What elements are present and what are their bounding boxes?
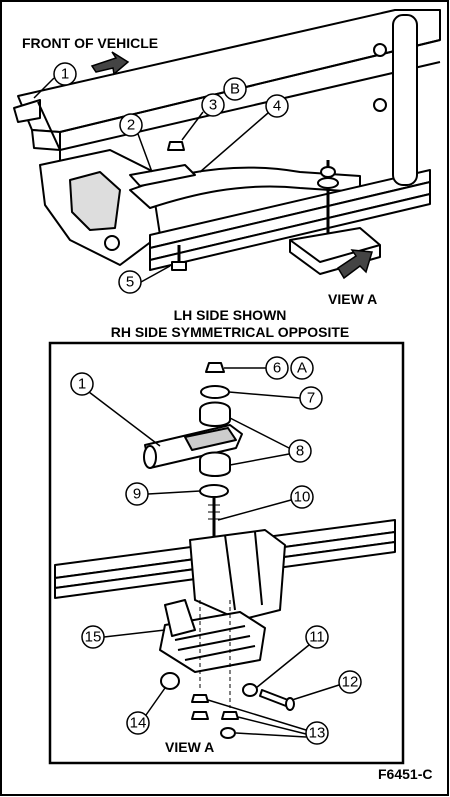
callout-13 (305, 721, 329, 745)
callout-1-top (53, 62, 77, 86)
view-a-detail-label: VIEW A (165, 739, 214, 755)
callout-10 (290, 485, 314, 509)
callout-11 (305, 625, 329, 649)
lh-side-note: LH SIDE SHOWN (174, 307, 287, 323)
callout-11-text: 11 (309, 629, 325, 646)
callout-14 (126, 711, 150, 735)
detail-illustration (54, 362, 396, 739)
front-of-vehicle-label: FRONT OF VEHICLE (22, 35, 158, 51)
callout-a (290, 356, 314, 380)
top-callouts (33, 62, 289, 294)
callout-2-text: 2 (127, 117, 135, 134)
callout-14-text: 14 (130, 715, 147, 732)
callout-2 (119, 113, 143, 137)
top-assembly-illustration (13, 9, 441, 275)
callout-1-detail (70, 372, 94, 396)
callout-8-text: 8 (296, 443, 304, 460)
callout-1-top-text: 1 (61, 66, 69, 83)
figure-code: F6451-C (378, 766, 432, 782)
front-arrow-icon (90, 51, 130, 76)
callout-9-text: 9 (133, 486, 141, 503)
callout-3 (201, 93, 225, 117)
callout-12-text: 12 (342, 674, 359, 691)
rh-side-note: RH SIDE SYMMETRICAL OPPOSITE (111, 324, 350, 340)
callout-4 (265, 94, 289, 118)
callout-8 (288, 439, 312, 463)
callout-10-text: 10 (294, 489, 311, 506)
callout-b-text: B (230, 81, 240, 98)
callout-13-text: 13 (309, 725, 326, 742)
callout-a-text: A (297, 360, 307, 377)
view-a-arrow-icon (336, 249, 373, 280)
callout-1-detail-text: 1 (78, 376, 86, 393)
detail-callouts (70, 356, 362, 745)
callout-7-text: 7 (307, 390, 315, 407)
callout-b (223, 77, 247, 101)
callout-4-text: 4 (273, 98, 281, 115)
view-a-label: VIEW A (328, 291, 377, 307)
callout-5-text: 5 (126, 274, 134, 291)
callout-3-text: 3 (209, 97, 217, 114)
callout-15-text: 15 (85, 629, 102, 646)
callout-12 (338, 670, 362, 694)
callout-6-text: 6 (273, 360, 281, 377)
